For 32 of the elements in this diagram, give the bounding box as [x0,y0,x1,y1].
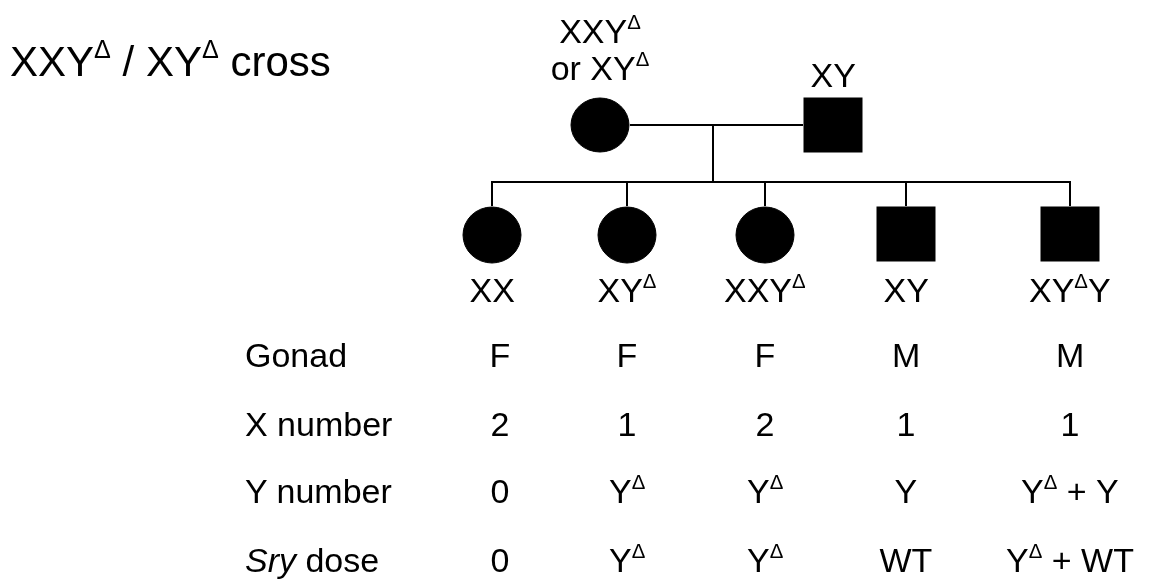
table-value: 0 [490,541,510,579]
table-value: 1 [1060,405,1080,443]
table-value: F [616,336,638,374]
table-value: 1 [617,405,637,443]
genotype-label: XXY$^{Δ}$ or XY$^{Δ}$ [549,12,651,88]
table-value: WT [879,541,933,579]
row-header: Gonad [245,336,348,374]
table-value: Y$^{Δ}$ + WT [1006,541,1134,579]
genotype-label: XX [469,271,515,309]
genotype-label: XY [883,271,929,309]
genotype-label: XY$^{Δ}$ [597,271,657,309]
table-value: M [1056,336,1085,374]
row-header: Y number [245,472,392,510]
genotype-label: XY$^{Δ}$Y [1029,271,1111,309]
row-header: Sry dose [245,541,380,579]
diagram-title: XXY$^{Δ}$ / XY$^{Δ}$ cross [10,39,331,86]
genotype-label: XXY$^{Δ}$ [724,271,806,309]
table-value: 2 [755,405,775,443]
row-header: X number [245,405,393,443]
table-value: 0 [490,472,510,510]
table-value: Y$^{Δ}$ [609,541,646,579]
table-value: 1 [896,405,916,443]
table-value: Y$^{Δ}$ + Y [1021,472,1119,510]
table-value: F [489,336,511,374]
table-value: Y [894,472,918,510]
table-value: Y$^{Δ}$ [747,472,784,510]
table-value: Y$^{Δ}$ [747,541,784,579]
table-value: M [892,336,921,374]
genotype-label: XY [810,56,856,94]
table-value: F [754,336,776,374]
table-value: Y$^{Δ}$ [609,472,646,510]
table-value: 2 [490,405,510,443]
